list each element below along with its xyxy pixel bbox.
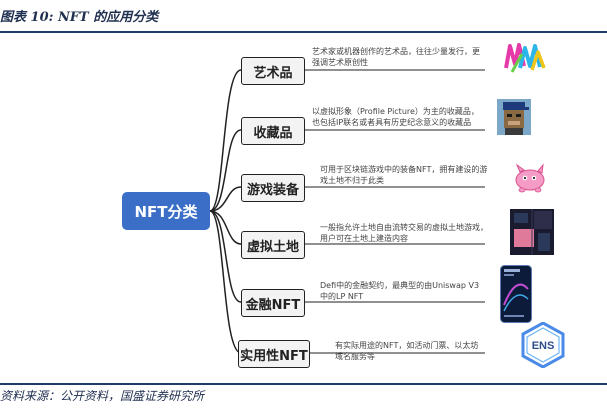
category-utility-nft: 实用性NFT xyxy=(238,340,310,368)
ens-logo-text: ENS xyxy=(532,340,555,352)
desc-game-item: 可用于区块链游戏中的装备NFT，拥有建设的游戏土地不归于此类 xyxy=(320,165,488,185)
source-rule xyxy=(0,383,607,385)
desc-virtual-land: 一般指允许土地自由流转交易的虚拟土地游戏，用户可在土地上建造内容 xyxy=(320,223,488,243)
pink-axie-creature-icon xyxy=(515,163,545,193)
desc-utility-nft: 有实际用途的NFT，如活动门票、以太坊域名服务等 xyxy=(335,341,479,361)
branch-line-utility xyxy=(209,210,242,354)
category-game-item: 游戏装备 xyxy=(241,174,305,202)
virtual-land-icon xyxy=(510,209,554,255)
pixel-avatar-icon xyxy=(497,99,531,135)
category-art: 艺术品 xyxy=(241,57,305,85)
source-note: 资料来源：公开资料，国盛证券研究所 xyxy=(0,389,205,403)
colorful-art-icon xyxy=(504,43,546,73)
branch-line-finance xyxy=(209,210,242,303)
branch-line-game xyxy=(209,186,242,212)
branch-line-collectible xyxy=(209,129,242,212)
nft-category-root: NFT分类 xyxy=(122,192,210,230)
category-financial-nft: 金融NFT xyxy=(241,289,305,317)
desc-art: 艺术家或机器创作的艺术品，往往少量发行，更强调艺术原创性 xyxy=(312,47,480,67)
figure-title: 图表 10: NFT 的应用分类 xyxy=(0,10,159,25)
ens-logo-icon: ENS xyxy=(521,322,565,368)
branch-line-art xyxy=(209,69,242,212)
uniswap-lp-card-icon xyxy=(500,265,532,323)
desc-financial-nft: Defi中的金融契约，最典型的由Uniswap V3中的LP NFT xyxy=(320,281,480,301)
category-collectible: 收藏品 xyxy=(241,117,305,145)
desc-collectible: 以虚拟形象（Profile Picture）为主的收藏品，也包括IP联名或者具有… xyxy=(312,107,479,127)
branch-line-land xyxy=(209,210,242,245)
title-rule xyxy=(0,31,607,33)
category-virtual-land: 虚拟土地 xyxy=(241,231,305,259)
